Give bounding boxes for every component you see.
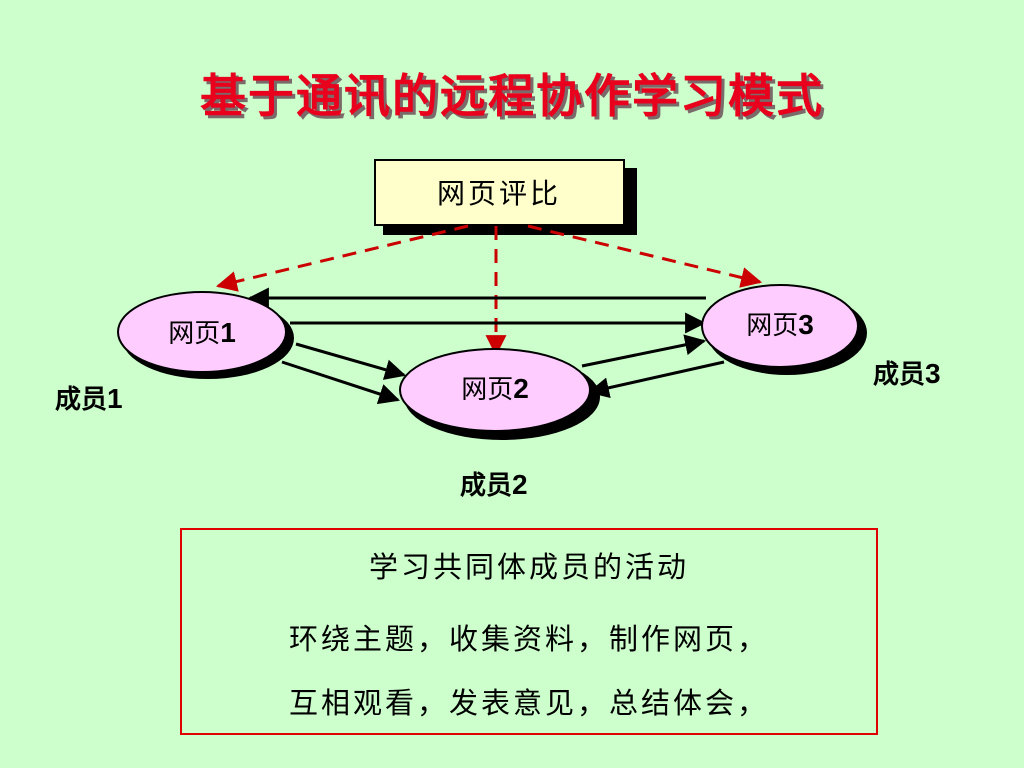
- svg-text:网页3: 网页3: [746, 309, 814, 341]
- node-page3-prefix: 网页: [746, 311, 798, 341]
- evaluation-box-label: 网页评比: [437, 177, 561, 210]
- activity-box: 学习共同体成员的活动 环绕主题，收集资料，制作网页， 互相观看，发表意见，总结体…: [180, 528, 878, 735]
- evaluation-arrow-to-page1: [215, 224, 469, 292]
- activity-heading: 学习共同体成员的活动: [368, 550, 689, 584]
- node-page1-number: 1: [220, 317, 236, 348]
- svg-text:网页1: 网页1: [168, 317, 236, 349]
- evaluation-box: 网页评比: [374, 159, 637, 235]
- node-page1: 网页1: [117, 291, 294, 379]
- arrow-page1-to-page2-upper: [295, 342, 407, 380]
- arrow-page1-to-page2-lower: [281, 360, 400, 405]
- node-page2: 网页2: [399, 348, 600, 440]
- node-page3-number: 3: [798, 309, 814, 340]
- arrow-page3-to-page2: [587, 360, 725, 399]
- node-page1-prefix: 网页: [168, 319, 220, 349]
- node-page2-number: 2: [513, 373, 529, 404]
- evaluation-arrows: [215, 224, 763, 357]
- node-page2-prefix: 网页: [461, 375, 513, 405]
- slide-title: 基于通讯的远程协作学习模式: [200, 69, 824, 123]
- evaluation-arrow-to-page3: [527, 224, 763, 288]
- node-page3: 网页3: [701, 284, 867, 375]
- peer-arrows: [247, 287, 725, 405]
- member-3-label: 成员3: [873, 358, 941, 390]
- svg-text:网页2: 网页2: [461, 373, 529, 405]
- activity-line-2: 互相观看，发表意见，总结体会，: [288, 686, 769, 720]
- member-2-label: 成员2: [460, 469, 528, 501]
- arrow-page2-to-page3: [581, 334, 707, 368]
- activity-line-1: 环绕主题，收集资料，制作网页，: [288, 622, 769, 656]
- member-1-label: 成员1: [55, 383, 123, 415]
